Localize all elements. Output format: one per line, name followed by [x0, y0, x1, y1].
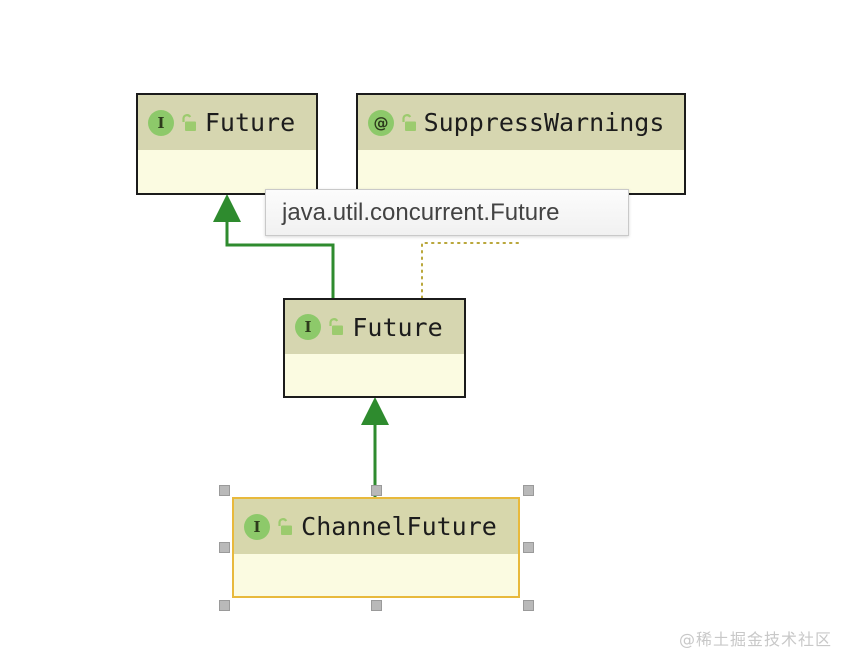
class-box-channelfuture[interactable]: I ChannelFuture — [232, 497, 520, 598]
class-box-header: I ChannelFuture — [234, 499, 518, 554]
class-box-members-compartment — [285, 354, 464, 396]
class-box-members-compartment — [358, 150, 684, 193]
class-box-suppresswarnings[interactable]: @ SuppressWarnings — [356, 93, 686, 195]
interface-stereotype-icon: I — [148, 109, 174, 136]
handle-bottom-right[interactable] — [523, 600, 534, 611]
class-name-label: SuppressWarnings — [423, 108, 665, 137]
class-box-header: I Future — [138, 95, 316, 150]
handle-top-right[interactable] — [523, 485, 534, 496]
handle-bottom-left[interactable] — [219, 600, 230, 611]
handle-top-center[interactable] — [371, 485, 382, 496]
handle-bottom-center[interactable] — [371, 600, 382, 611]
class-name-label: Future — [352, 312, 443, 342]
qualified-name-tooltip: java.util.concurrent.Future — [265, 189, 629, 236]
watermark-label: @稀土掘金技术社区 — [678, 630, 832, 649]
handle-top-left[interactable] — [219, 485, 230, 496]
class-box-header: @ SuppressWarnings — [358, 95, 684, 150]
class-box-members-compartment — [138, 150, 316, 193]
tooltip-text: java.util.concurrent.Future — [282, 198, 560, 226]
class-box-members-compartment — [234, 554, 518, 596]
annotation-link-edge — [421, 242, 522, 299]
handle-middle-right[interactable] — [523, 542, 534, 553]
generalization-arrowhead-channelfuture — [361, 397, 389, 425]
class-name-label: ChannelFuture — [301, 512, 497, 541]
class-name-label: Future — [204, 108, 296, 137]
class-box-future-middle[interactable]: I Future — [283, 298, 466, 398]
unlocked-padlock-icon — [274, 516, 294, 538]
generalization-edge-future — [225, 221, 335, 298]
unlocked-padlock-icon — [178, 112, 198, 134]
interface-stereotype-icon: I — [244, 513, 270, 540]
unlocked-padlock-icon — [398, 112, 418, 134]
generalization-arrowhead-future — [213, 194, 241, 222]
class-box-future-top[interactable]: I Future — [136, 93, 318, 195]
annotation-stereotype-icon: @ — [368, 109, 394, 136]
handle-middle-left[interactable] — [219, 542, 230, 553]
interface-stereotype-icon: I — [295, 314, 321, 340]
class-box-header: I Future — [285, 300, 464, 354]
unlocked-padlock-icon — [325, 316, 345, 338]
